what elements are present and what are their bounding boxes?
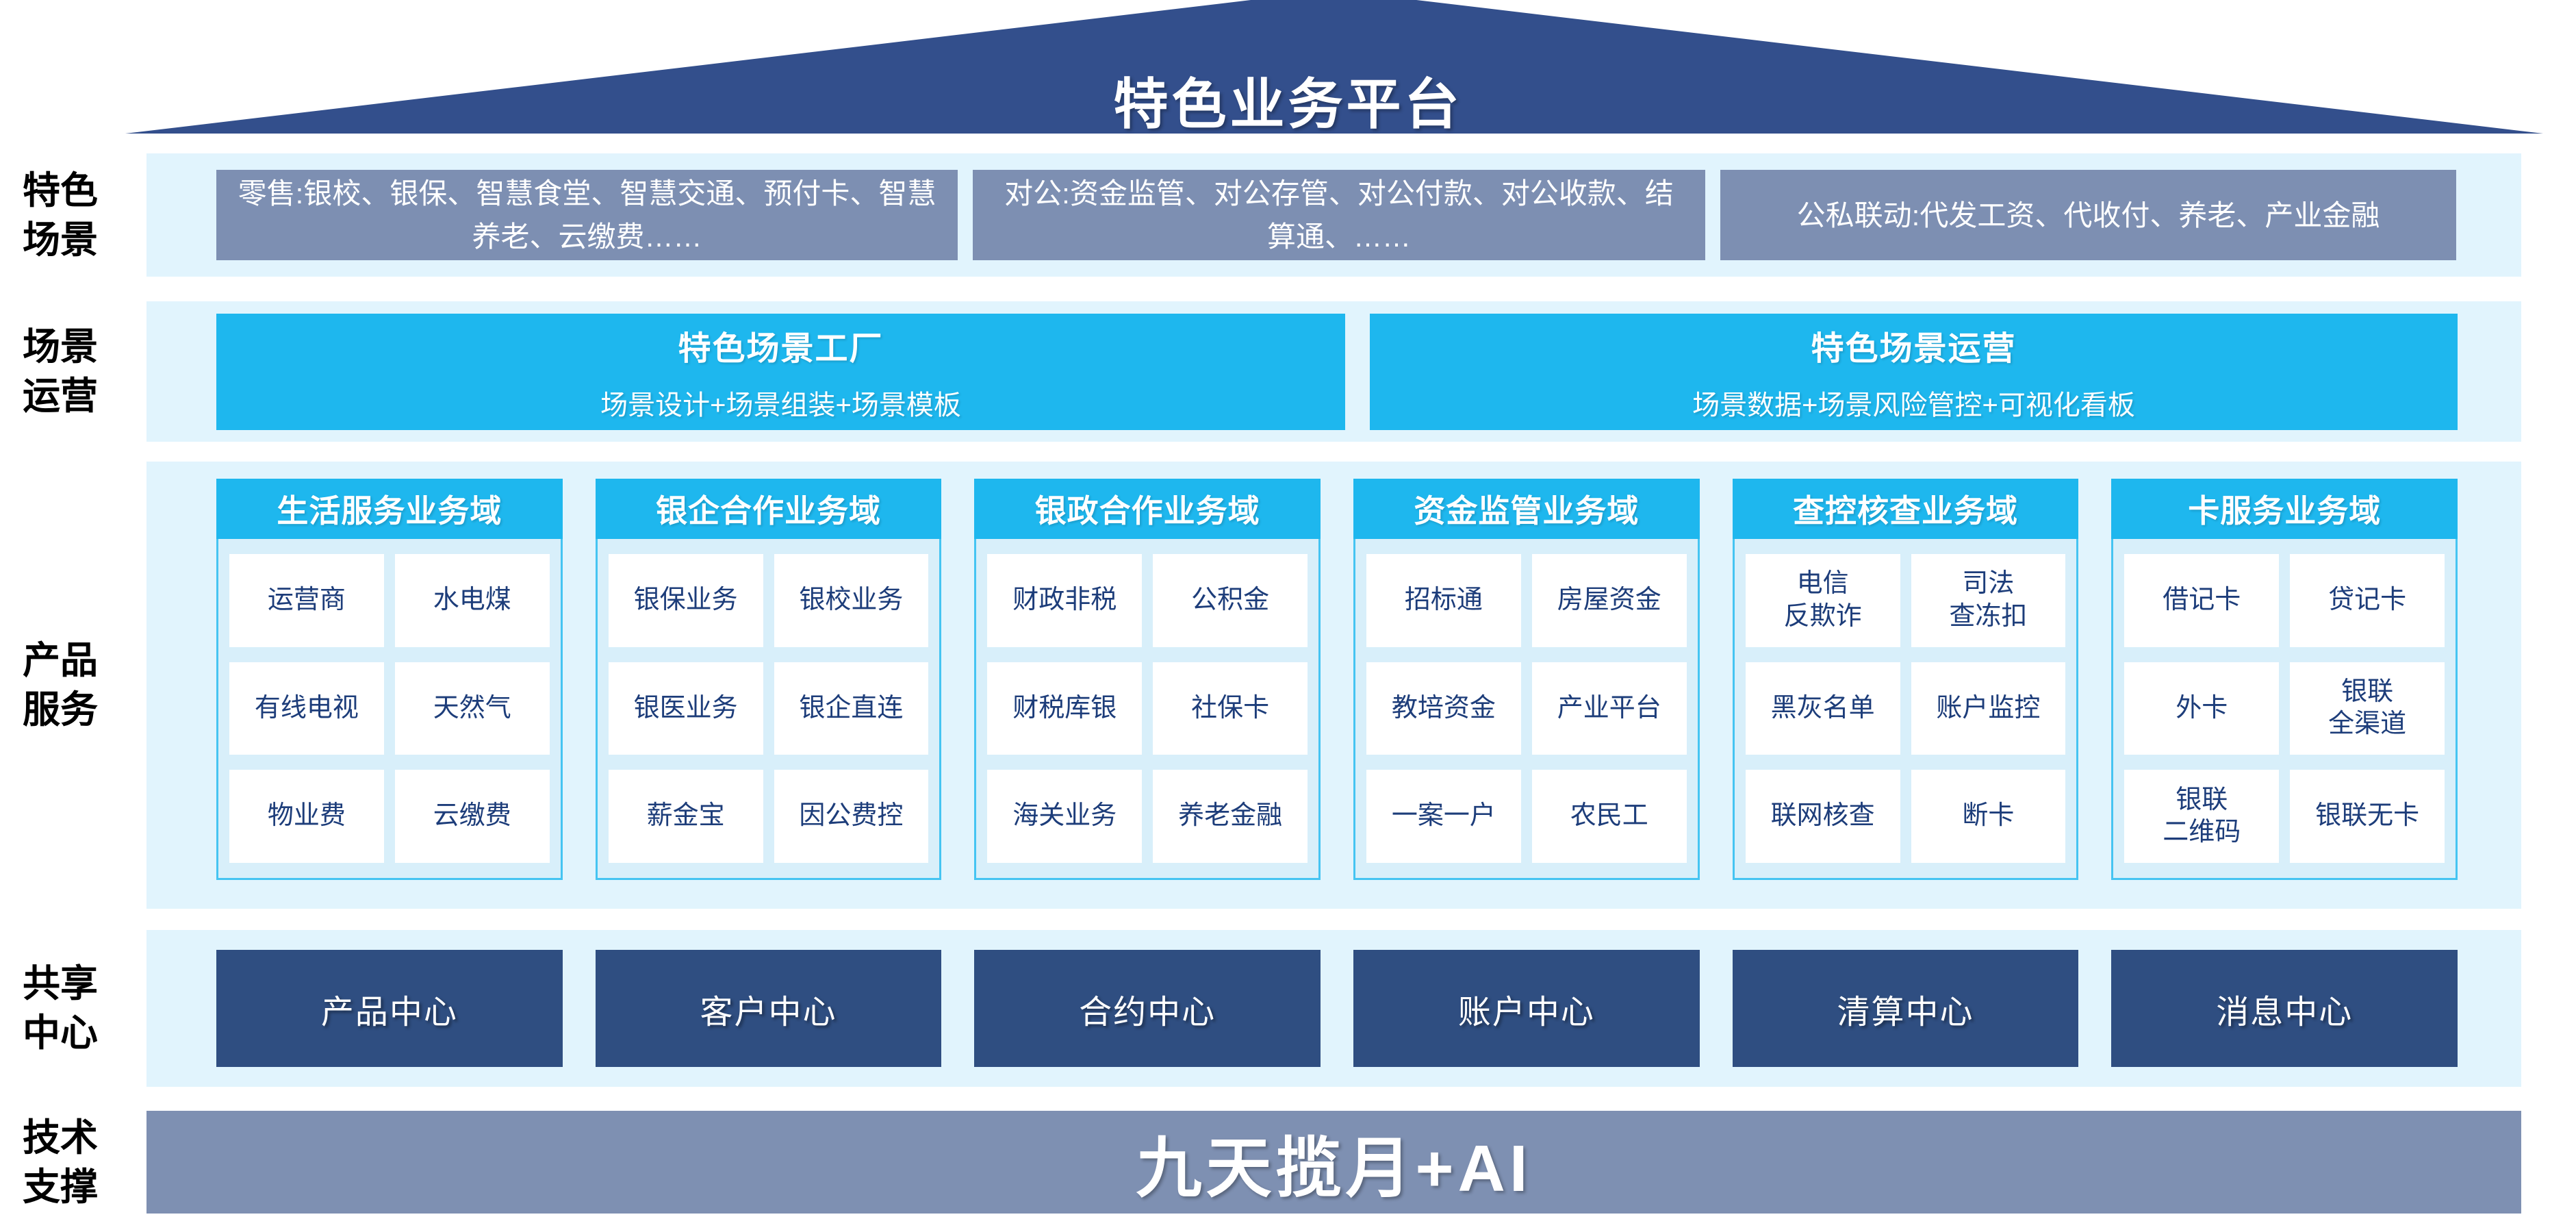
product-item: 物业费 <box>229 770 384 863</box>
scenario-operation-box: 特色场景运营 场景数据+场景风险管控+可视化看板 <box>1369 313 2458 430</box>
center-message: 消息中心 <box>2111 950 2458 1067</box>
product-item: 农民工 <box>1531 770 1687 863</box>
product-item: 教培资金 <box>1366 662 1521 755</box>
domain-title: 生活服务业务域 <box>216 479 563 539</box>
center-product: 产品中心 <box>216 950 563 1067</box>
domain-body: 运营商 水电煤 有线电视 天然气 物业费 云缴费 <box>216 539 563 880</box>
product-item: 因公费控 <box>774 770 929 863</box>
products-band: 生活服务业务域 运营商 水电煤 有线电视 天然气 物业费 云缴费 银企合作业务域… <box>146 462 2521 909</box>
product-item: 司法 查冻扣 <box>1911 554 2066 647</box>
row-label-tech: 技术 支撑 <box>22 1116 98 1208</box>
domain-fund-supervision: 资金监管业务域 招标通 房屋资金 教培资金 产业平台 一案一户 农民工 <box>1353 479 1700 880</box>
domain-inquiry-control: 查控核查业务域 电信 反欺诈 司法 查冻扣 黑灰名单 账户监控 联网核查 断卡 <box>1732 479 2079 880</box>
product-item: 银企直连 <box>774 662 929 755</box>
domain-title: 银企合作业务域 <box>595 479 942 539</box>
center-contract: 合约中心 <box>974 950 1321 1067</box>
domain-body: 银保业务 银校业务 银医业务 银企直连 薪金宝 因公费控 <box>595 539 942 880</box>
product-item: 银校业务 <box>774 554 929 647</box>
center-customer: 客户中心 <box>595 950 942 1067</box>
product-item: 薪金宝 <box>608 770 763 863</box>
product-item: 银联无卡 <box>2290 770 2445 863</box>
product-item: 财税库银 <box>987 662 1143 755</box>
domain-body: 财政非税 公积金 财税库银 社保卡 海关业务 养老金融 <box>974 539 1321 880</box>
scenario-public-private: 公私联动:代发工资、代收付、养老、产业金融 <box>1720 170 2456 260</box>
row-label-scenarios: 特色 场景 <box>22 169 98 261</box>
domain-body: 借记卡 贷记卡 外卡 银联 全渠道 银联 二维码 银联无卡 <box>2111 539 2458 880</box>
domain-title: 查控核查业务域 <box>1732 479 2079 539</box>
domain-title: 资金监管业务域 <box>1353 479 1700 539</box>
product-item: 银联 全渠道 <box>2290 662 2445 755</box>
row-label-products: 产品 服务 <box>22 639 98 731</box>
domain-card-services: 卡服务业务域 借记卡 贷记卡 外卡 银联 全渠道 银联 二维码 银联无卡 <box>2111 479 2458 880</box>
scenario-corporate: 对公:资金监管、对公存管、对公付款、对公收款、结算通、…… <box>973 170 1705 260</box>
product-item: 电信 反欺诈 <box>1745 554 1900 647</box>
tech-support-bar: 九天揽月+AI <box>146 1111 2521 1214</box>
operations-band: 特色场景工厂 场景设计+场景组装+场景模板 特色场景运营 场景数据+场景风险管控… <box>146 301 2521 442</box>
domain-body: 招标通 房屋资金 教培资金 产业平台 一案一户 农民工 <box>1353 539 1700 880</box>
product-item: 海关业务 <box>987 770 1143 863</box>
product-item: 联网核查 <box>1745 770 1900 863</box>
scenario-factory-subtitle: 场景设计+场景组装+场景模板 <box>600 390 961 420</box>
scenario-operation-title: 特色场景运营 <box>1811 330 2017 367</box>
product-item: 有线电视 <box>229 662 384 755</box>
centers-band: 产品中心 客户中心 合约中心 账户中心 清算中心 消息中心 <box>146 930 2521 1087</box>
scenario-factory-title: 特色场景工厂 <box>678 330 884 367</box>
scenario-operation-subtitle: 场景数据+场景风险管控+可视化看板 <box>1692 390 2135 420</box>
product-item: 天然气 <box>394 662 550 755</box>
product-item: 云缴费 <box>394 770 550 863</box>
product-item: 断卡 <box>1911 770 2066 863</box>
product-item: 黑灰名单 <box>1745 662 1900 755</box>
product-item: 公积金 <box>1153 554 1308 647</box>
product-item: 水电煤 <box>394 554 550 647</box>
scenario-factory-box: 特色场景工厂 场景设计+场景组装+场景模板 <box>216 313 1345 430</box>
product-item: 产业平台 <box>1531 662 1687 755</box>
product-item: 借记卡 <box>2124 554 2280 647</box>
product-item: 银医业务 <box>608 662 763 755</box>
product-item: 财政非税 <box>987 554 1143 647</box>
row-label-centers: 共享 中心 <box>22 962 98 1054</box>
domain-bank-government: 银政合作业务域 财政非税 公积金 财税库银 社保卡 海关业务 养老金融 <box>974 479 1321 880</box>
domain-title: 银政合作业务域 <box>974 479 1321 539</box>
product-item: 账户监控 <box>1911 662 2066 755</box>
domain-body: 电信 反欺诈 司法 查冻扣 黑灰名单 账户监控 联网核查 断卡 <box>1732 539 2079 880</box>
product-item: 养老金融 <box>1153 770 1308 863</box>
page-title: 特色业务平台 <box>1113 74 1463 135</box>
product-item: 一案一户 <box>1366 770 1521 863</box>
product-item: 银保业务 <box>608 554 763 647</box>
center-clearing: 清算中心 <box>1732 950 2079 1067</box>
product-item: 银联 二维码 <box>2124 770 2280 863</box>
product-item: 社保卡 <box>1153 662 1308 755</box>
domain-bank-enterprise: 银企合作业务域 银保业务 银校业务 银医业务 银企直连 薪金宝 因公费控 <box>595 479 942 880</box>
row-label-operations: 场景 运营 <box>22 325 98 417</box>
product-item: 招标通 <box>1366 554 1521 647</box>
scenario-retail: 零售:银校、银保、智慧食堂、智慧交通、预付卡、智慧养老、云缴费…… <box>216 170 958 260</box>
product-item: 运营商 <box>229 554 384 647</box>
center-account: 账户中心 <box>1353 950 1700 1067</box>
product-item: 房屋资金 <box>1531 554 1687 647</box>
domain-life-services: 生活服务业务域 运营商 水电煤 有线电视 天然气 物业费 云缴费 <box>216 479 563 880</box>
scenarios-band: 零售:银校、银保、智慧食堂、智慧交通、预付卡、智慧养老、云缴费…… 对公:资金监… <box>146 153 2521 277</box>
product-item: 外卡 <box>2124 662 2280 755</box>
domain-title: 卡服务业务域 <box>2111 479 2458 539</box>
product-item: 贷记卡 <box>2290 554 2445 647</box>
